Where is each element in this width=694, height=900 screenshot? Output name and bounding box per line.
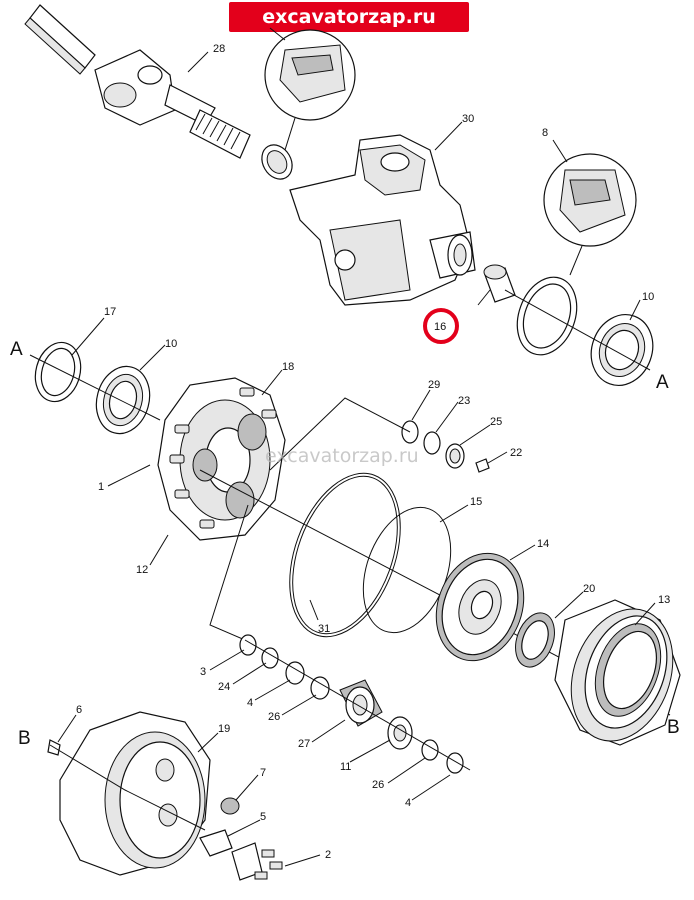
callout-19: 19 [218,723,230,735]
planet-gear-set [209,504,471,774]
callout-2: 2 [325,849,331,861]
axle-shaft-assembly [24,4,293,180]
highlight-circle [423,308,459,344]
callout-20: 20 [583,583,595,595]
thrust-ring [515,612,555,668]
callout-22: 22 [510,447,522,459]
detail-view-seal [264,27,356,151]
detail-view-gear-seal [543,139,637,276]
callout-1: 1 [98,481,104,493]
callout-10-left: 10 [165,338,177,350]
callout-26-upper: 26 [268,711,280,723]
section-b-right: B [667,717,680,738]
leader-lines [57,51,656,867]
callout-18: 18 [282,361,294,373]
callout-23: 23 [458,395,470,407]
callout-26-lower: 26 [372,779,384,791]
callout-5: 5 [260,811,266,823]
callout-13: 13 [658,594,670,606]
callout-numbers: 28 30 8 16 17 10 10 18 29 23 25 22 1 15 … [76,43,670,861]
callout-16: 16 [434,321,446,333]
callout-7: 7 [260,767,266,779]
callout-28: 28 [213,43,225,55]
callout-8: 8 [542,127,548,139]
section-b-left: B [18,728,31,749]
watermark-banner-text: excavatorzap.ru [262,6,436,28]
section-letters: A A B B [10,339,680,749]
callout-14: 14 [537,538,549,550]
callout-12: 12 [136,564,148,576]
steering-knuckle [289,134,516,306]
watermark-center: excavatorzap.ru [265,445,419,467]
callout-11: 11 [340,761,351,773]
callout-3: 3 [200,666,206,678]
callout-4-lower: 4 [405,797,411,809]
callout-10-right: 10 [642,291,654,303]
callout-27: 27 [298,738,310,750]
callout-15: 15 [470,496,482,508]
retaining-parts-upper [269,397,490,473]
callout-25: 25 [490,416,502,428]
callout-17: 17 [104,306,116,318]
wheel-hub [157,377,286,541]
section-a-right: A [656,372,669,393]
callout-31: 31 [318,623,330,635]
watermark-banner: excavatorzap.ru [229,2,469,32]
seal-rings-left [29,341,161,435]
callout-6: 6 [76,704,82,716]
callout-4-upper: 4 [247,697,253,709]
callout-29: 29 [428,379,440,391]
section-a-left: A [10,339,23,360]
callout-30: 30 [462,113,474,125]
planetary-cover [47,711,283,881]
ring-gear [554,599,681,746]
callout-24: 24 [218,681,230,693]
planet-carrier-gear [435,552,525,662]
seal-rings-upper [504,276,654,386]
